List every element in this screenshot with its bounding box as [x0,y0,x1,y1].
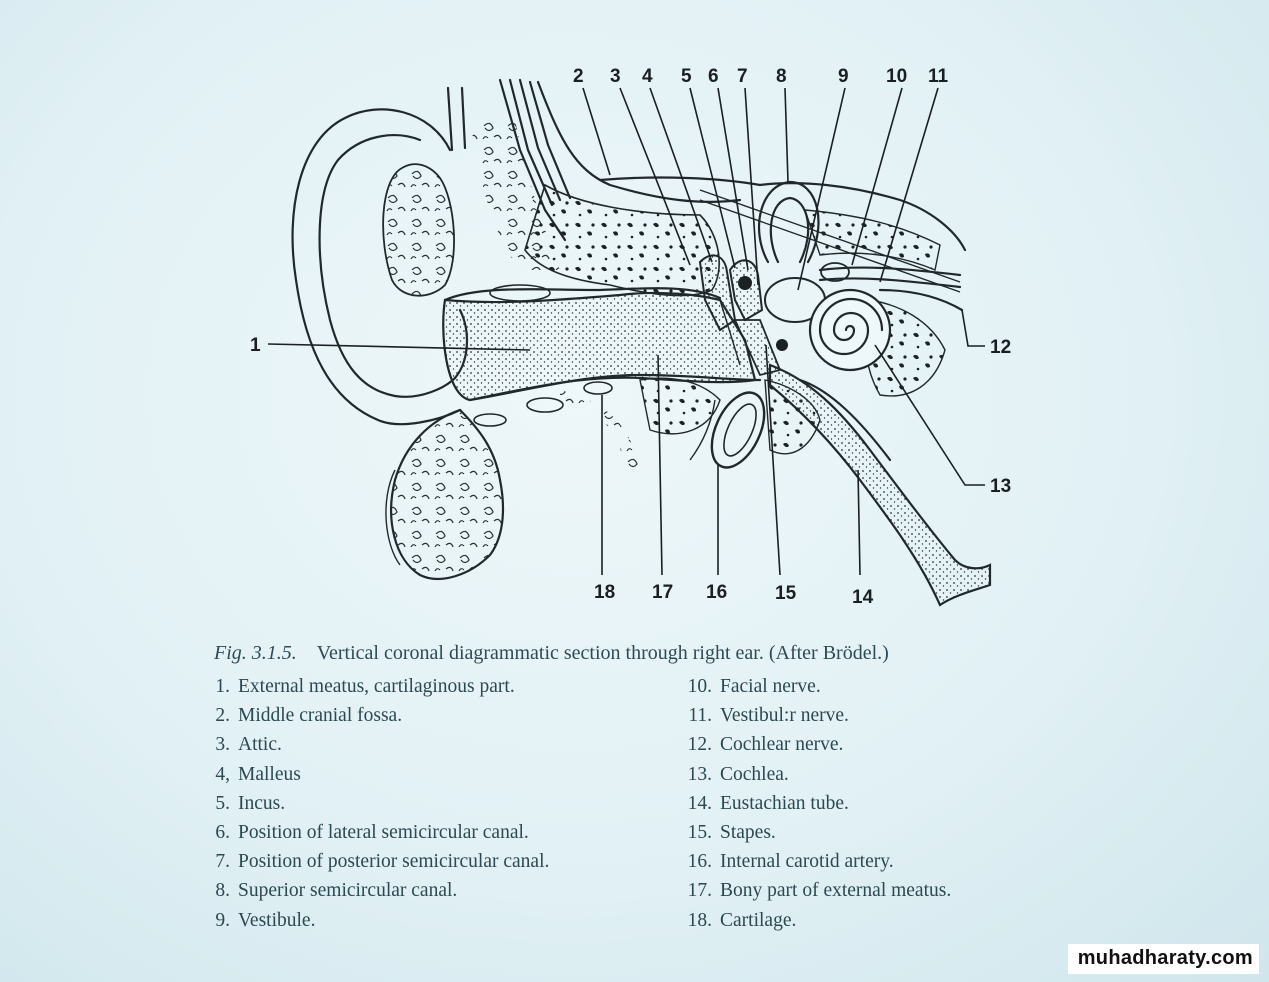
callout-10: 10 [886,66,907,87]
caption-text: Vertical coronal diagrammatic section th… [316,642,889,664]
legend-item: 12.Cochlear nerve. [687,734,844,756]
leader-lines [267,87,985,576]
legend-right-column: 10.Facial nerve. 11.Vestibul:r nerve. 12… [682,672,952,935]
callout-11: 11 [928,66,949,87]
callout-3: 3 [610,66,621,87]
callout-labels: 2 3 4 5 6 7 8 9 10 11 1 12 13 18 17 16 1… [250,66,1011,608]
callout-4: 4 [642,66,653,87]
site-watermark: muhadharaty.com [1067,944,1259,974]
ossicles [698,254,782,377]
legend-item: 6.Position of lateral semicircular canal… [215,822,529,844]
figure-caption: Fig. 3.1.5. Vertical coronal diagrammati… [214,642,1144,665]
legend-item: 7.Position of posterior semicircular can… [215,851,550,873]
callout-8: 8 [776,66,787,87]
legend-item: 10.Facial nerve. [687,676,821,697]
callout-15: 15 [775,583,797,604]
legend-left-column: 1.External meatus, cartilaginous part. 2… [200,672,549,935]
legend-item: 9.Vestibule. [215,909,316,931]
callout-1: 1 [250,335,261,356]
legend-item: 4,Malleus [215,763,301,785]
ear-section-diagram: 2 3 4 5 6 7 8 9 10 11 1 12 13 18 17 16 1… [250,66,1011,608]
legend-item: 14.Eustachian tube. [687,792,849,814]
legend-item: 13.Cochlea. [687,763,789,785]
internal-carotid [689,391,766,469]
semicircular-canals [757,180,826,351]
figure-label: Fig. 3.1.5. [214,642,297,664]
cochlea [808,288,892,372]
callout-12: 12 [990,337,1011,358]
nerves [818,262,964,312]
legend-item: 3.Attic. [215,734,282,756]
callout-9: 9 [838,66,849,87]
legend-item: 1.External meatus, cartilaginous part. [215,676,515,697]
legend-item: 5.Incus. [215,792,286,814]
legend-item: 8.Superior semicircular canal. [215,880,458,902]
eustachian-tube [768,363,992,607]
callout-14: 14 [852,587,874,608]
legend-item: 16.Internal carotid artery. [687,851,894,873]
temporal-bone [524,176,967,455]
callout-6: 6 [708,66,719,87]
legend-item: 2.Middle cranial fossa. [215,705,403,727]
legend-item: 18.Cartilage. [687,909,797,931]
callout-16: 16 [706,582,727,603]
legend-item: 17.Bony part of external meatus. [687,880,952,902]
callout-5: 5 [681,66,692,87]
callout-18: 18 [594,582,615,603]
callout-2: 2 [573,66,584,87]
external-meatus [442,284,762,470]
legend-item: 15.Stapes. [687,822,776,844]
legend-item: 11.Vestibul:r nerve. [688,705,849,727]
callout-13: 13 [990,476,1011,497]
callout-7: 7 [737,66,748,87]
callout-17: 17 [652,582,673,603]
auricle [291,108,505,580]
